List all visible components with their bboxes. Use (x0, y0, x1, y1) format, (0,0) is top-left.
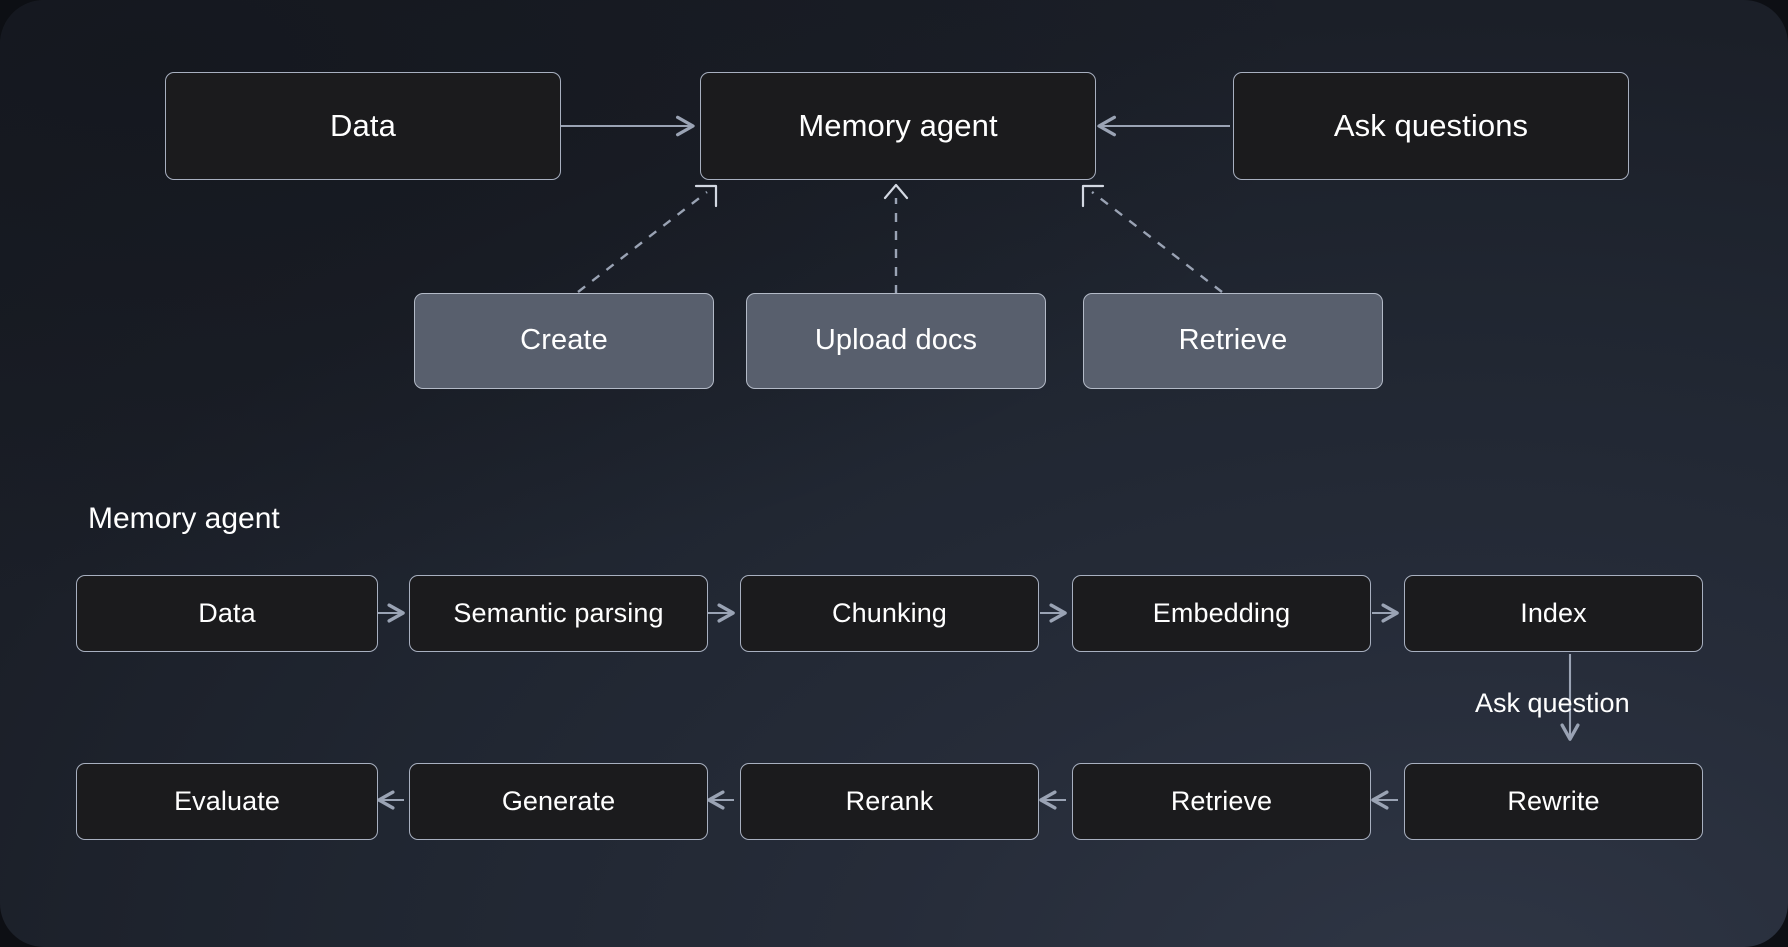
node-label: Index (1520, 597, 1587, 628)
node-pipeline-chunking[interactable]: Chunking (740, 575, 1039, 652)
node-label: Upload docs (814, 324, 978, 357)
node-pipeline-semantic-parsing[interactable]: Semantic parsing (409, 575, 708, 652)
section-title-memory-agent: Memory agent (88, 502, 280, 535)
node-label: Chunking (832, 597, 947, 628)
node-label: Memory agent (798, 108, 998, 144)
edge-label-ask-question: Ask question (1475, 688, 1630, 718)
node-label: Create (520, 324, 608, 357)
node-label: Embedding (1152, 597, 1291, 628)
node-create[interactable]: Create (414, 293, 714, 389)
node-ask-questions[interactable]: Ask questions (1233, 72, 1629, 180)
node-label: Rerank (845, 785, 934, 816)
node-data-source[interactable]: Data (165, 72, 561, 180)
node-label: Semantic parsing (453, 597, 664, 628)
node-label: Data (198, 597, 256, 628)
node-memory-agent[interactable]: Memory agent (700, 72, 1096, 180)
node-pipeline-embedding[interactable]: Embedding (1072, 575, 1371, 652)
node-upload-docs[interactable]: Upload docs (746, 293, 1046, 389)
node-label: Evaluate (174, 785, 280, 816)
node-pipeline-data[interactable]: Data (76, 575, 378, 652)
node-label: Generate (501, 785, 616, 816)
node-label: Ask questions (1333, 108, 1529, 144)
node-label: Retrieve (1170, 785, 1273, 816)
connector-retrieve-to-memory-agent (1081, 184, 1223, 293)
node-pipeline-evaluate[interactable]: Evaluate (76, 763, 378, 840)
node-label: Data (330, 108, 396, 144)
node-pipeline-generate[interactable]: Generate (409, 763, 708, 840)
node-pipeline-index[interactable]: Index (1404, 575, 1703, 652)
node-pipeline-retrieve[interactable]: Retrieve (1072, 763, 1371, 840)
connector-create-to-memory-agent (577, 184, 718, 293)
node-pipeline-rerank[interactable]: Rerank (740, 763, 1039, 840)
node-label: Rewrite (1507, 785, 1600, 816)
node-pipeline-rewrite[interactable]: Rewrite (1404, 763, 1703, 840)
node-retrieve-capability[interactable]: Retrieve (1083, 293, 1383, 389)
node-label: Retrieve (1178, 324, 1288, 357)
connector-upload-docs-to-memory-agent (883, 183, 909, 294)
